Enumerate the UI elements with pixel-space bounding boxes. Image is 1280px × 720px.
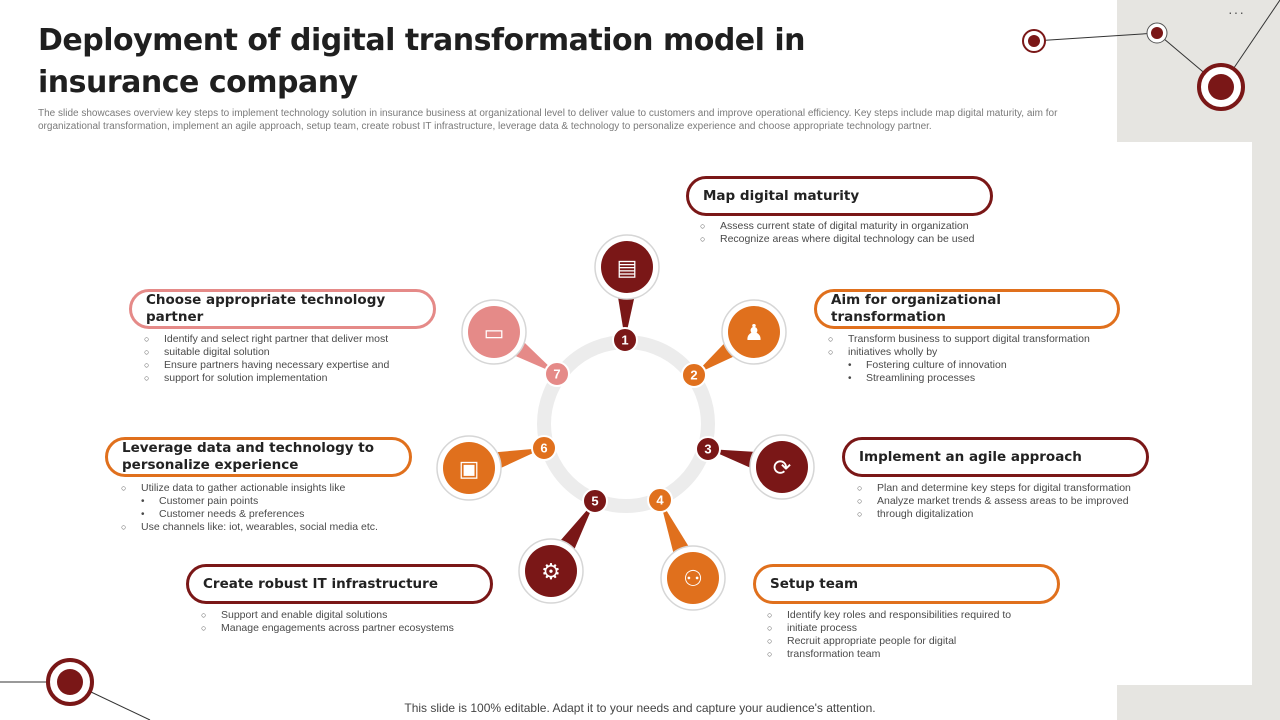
step-7-bullet-1: Identify and select right partner that d…	[144, 333, 444, 346]
step-5-icon-node: ⚙	[518, 538, 584, 604]
step-7-bullet-3: Ensure partners having necessary experti…	[144, 359, 444, 372]
dashboard-icon: ▤	[617, 256, 638, 281]
step-3-number-badge: 3	[695, 436, 721, 462]
step-3-number-circle	[695, 436, 721, 462]
step-3-title: Implement an agile approach	[842, 437, 1149, 477]
step-2-bullets: Transform business to support digital tr…	[828, 333, 1128, 385]
step-4-number-badge: 4	[647, 487, 673, 513]
step-5-bullets: Support and enable digital solutions Man…	[201, 609, 501, 635]
step-7-bullet-4: support for solution implementation	[144, 372, 444, 385]
step-4-icon-disc	[667, 552, 719, 604]
step-6-subbullet-1: Customer pain points	[121, 495, 421, 508]
step-3-bullets: Plan and determine key steps for digital…	[857, 482, 1157, 521]
step-7-icon-disc	[468, 306, 520, 358]
step-2-number: 2	[690, 368, 697, 383]
step-1-number-badge: 1	[612, 327, 638, 353]
background-white-overlay	[1117, 142, 1252, 685]
step-2-subbullet-2: Streamlining processes	[828, 372, 1128, 385]
step-1-number: 1	[621, 333, 628, 348]
step-1-icon-node: ▤	[594, 234, 660, 300]
step-4-title: Setup team	[753, 564, 1060, 604]
step-6-title: Leverage data and technology to personal…	[105, 437, 412, 477]
step-3-bullet-3: through digitalization	[857, 508, 1157, 521]
agile-cycle-icon: ⟳	[773, 456, 791, 481]
step-4-bullet-4: transformation team	[767, 648, 1067, 661]
step-4-icon-node: ⚇	[660, 545, 726, 611]
data-box-icon: ▣	[459, 457, 480, 482]
step-5-title: Create robust IT infrastructure	[186, 564, 493, 604]
step-5-number-circle	[582, 488, 608, 514]
step-7-bullet-2: suitable digital solution	[144, 346, 444, 359]
step-6-bullet-2: Use channels like: iot, wearables, socia…	[121, 521, 421, 534]
step-5-icon-disc	[525, 545, 577, 597]
step-2-subbullet-1: Fostering culture of innovation	[828, 359, 1128, 372]
step-4-bullet-3: Recruit appropriate people for digital	[767, 635, 1067, 648]
step-1-icon-disc	[601, 241, 653, 293]
step-2-title: Aim for organizational transformation	[814, 289, 1120, 329]
step-5-number: 5	[591, 494, 598, 509]
step-5-number-badge: 5	[582, 488, 608, 514]
step-3-number: 3	[704, 442, 711, 457]
step-6-subbullet-2: Customer needs & preferences	[121, 508, 421, 521]
step-3-icon-node: ⟳	[749, 434, 815, 500]
step-7-number: 7	[553, 367, 560, 382]
network-gear-icon: ⚙	[541, 560, 561, 585]
step-3-icon-disc	[756, 441, 808, 493]
step-4-bullet-2: initiate process	[767, 622, 1067, 635]
step-5-bullet-2: Manage engagements across partner ecosys…	[201, 622, 501, 635]
step-1-number-circle	[612, 327, 638, 353]
step-7-number-circle	[544, 361, 570, 387]
step-6-number-circle	[531, 435, 557, 461]
step-1-title: Map digital maturity	[686, 176, 993, 216]
step-6-number: 6	[540, 441, 547, 456]
step-2-icon-disc	[728, 306, 780, 358]
step-1-bullets: Assess current state of digital maturity…	[700, 220, 1020, 246]
step-7-title: Choose appropriate technology partner	[129, 289, 436, 329]
step-1-bullet-1: Assess current state of digital maturity…	[700, 220, 1020, 233]
step-6-icon-node: ▣	[436, 435, 502, 501]
step-2-icon-node: ♟	[721, 299, 787, 365]
team-meeting-icon: ⚇	[683, 567, 703, 592]
hub-ring	[537, 335, 715, 513]
more-horizontal-icon[interactable]: ···	[1228, 4, 1245, 20]
footer-note: This slide is 100% editable. Adapt it to…	[404, 701, 876, 715]
step-4-number-circle	[647, 487, 673, 513]
step-5-bullet-1: Support and enable digital solutions	[201, 609, 501, 622]
step-4-bullet-1: Identify key roles and responsibilities …	[767, 609, 1067, 622]
step-3-bullet-2: Analyze market trends & assess areas to …	[857, 495, 1157, 508]
step-2-number-circle	[681, 362, 707, 388]
step-2-bullet-2: initiatives wholly by	[828, 346, 1128, 359]
step-2-number-badge: 2	[681, 362, 707, 388]
idea-person-icon: ♟	[744, 321, 764, 346]
page-title: Deployment of digital transformation mod…	[38, 23, 806, 100]
step-6-number-badge: 6	[531, 435, 557, 461]
step-2-bullet-1: Transform business to support digital tr…	[828, 333, 1128, 346]
step-6-icon-disc	[443, 442, 495, 494]
step-7-bullets: Identify and select right partner that d…	[144, 333, 444, 385]
step-4-number: 4	[656, 493, 664, 508]
page-subtitle: The slide showcases overview key steps t…	[38, 108, 1058, 132]
step-4-bullets: Identify key roles and responsibilities …	[767, 609, 1067, 661]
step-6-bullet-1: Utilize data to gather actionable insigh…	[121, 482, 421, 495]
step-1-bullet-2: Recognize areas where digital technology…	[700, 233, 1020, 246]
step-6-bullets: Utilize data to gather actionable insigh…	[121, 482, 421, 534]
step-7-icon-node: ▭	[461, 299, 527, 365]
step-3-bullet-1: Plan and determine key steps for digital…	[857, 482, 1157, 495]
partner-screen-icon: ▭	[484, 321, 505, 346]
step-7-number-badge: 7	[544, 361, 570, 387]
